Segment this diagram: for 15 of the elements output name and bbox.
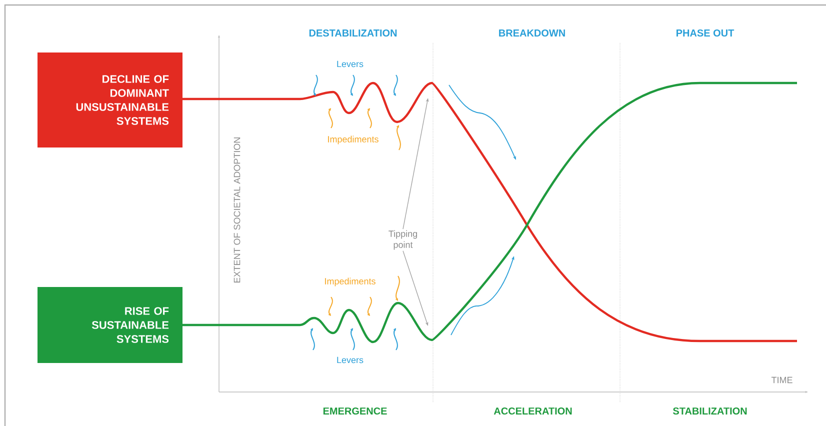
impediments-label: Impediments: [328, 136, 378, 144]
impediments-label: Impediments: [325, 278, 376, 286]
phase-heading: DESTABILIZATION: [309, 29, 397, 37]
levers-label: Levers: [337, 60, 364, 68]
tipping-point-label: Tipping point: [388, 230, 417, 250]
phase-heading: STABILIZATION: [672, 407, 747, 415]
phase-heading: PHASE OUT: [676, 29, 734, 37]
phase-heading: BREAKDOWN: [499, 29, 565, 37]
phase-heading: EMERGENCE: [323, 407, 387, 415]
category-box: DECLINE OF DOMINANT UNSUSTAINABLE SYSTEMS: [38, 52, 182, 148]
category-box: RISE OF SUSTAINABLE SYSTEMS: [38, 287, 182, 363]
axis-label: TIME: [771, 376, 792, 384]
phase-heading: ACCELERATION: [494, 407, 572, 415]
axis-label: EXTENT OF SOCIETAL ADOPTION: [234, 138, 240, 282]
levers-label: Levers: [337, 356, 364, 364]
